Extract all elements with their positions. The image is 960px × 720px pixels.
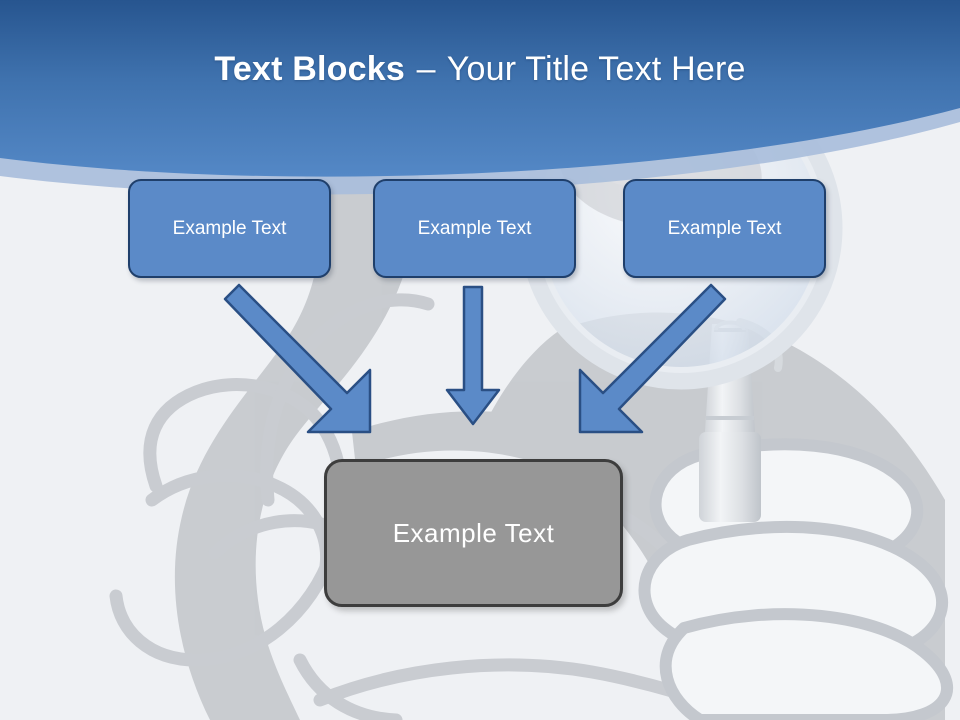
arrow-down-left-icon[interactable]: [578, 283, 727, 434]
result-text-block[interactable]: Example Text: [324, 459, 623, 607]
text-block-3-label: Example Text: [667, 217, 782, 239]
text-block-1[interactable]: Example Text: [128, 179, 331, 278]
arrow-down-right-icon[interactable]: [223, 283, 372, 434]
title-rest-part: Your Title Text Here: [446, 50, 746, 88]
text-block-2[interactable]: Example Text: [373, 179, 576, 278]
title-dash: –: [416, 50, 436, 88]
result-text-block-label: Example Text: [392, 517, 555, 548]
text-block-1-label: Example Text: [172, 217, 287, 239]
slide-title: Text Blocks – Your Title Text Here: [0, 48, 960, 90]
text-block-3[interactable]: Example Text: [623, 179, 826, 278]
title-strong-part: Text Blocks: [214, 50, 405, 88]
arrow-down-icon[interactable]: [445, 285, 501, 426]
header-fill: [0, 0, 960, 177]
text-block-2-label: Example Text: [417, 217, 532, 239]
